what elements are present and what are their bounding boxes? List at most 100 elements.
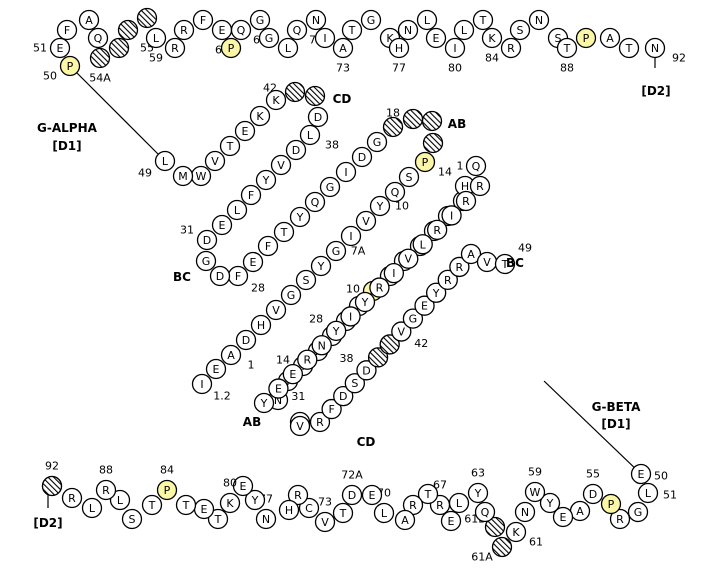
residue-circle (220, 344, 242, 366)
residue-letter: A (576, 505, 584, 518)
residue-circle (299, 124, 321, 146)
residue-letter: N (262, 513, 270, 526)
residue-circle (539, 492, 561, 514)
g-beta-label: G-BETA (592, 400, 641, 414)
residue-circle (284, 81, 306, 103)
residue-circle (474, 501, 496, 523)
residue-letter: R (376, 282, 384, 295)
residue-number: 61 (529, 536, 543, 549)
residue-letter: N (404, 24, 412, 37)
residue-circle (382, 116, 404, 138)
residue-letter: K (488, 32, 496, 45)
residue-number: 55 (586, 468, 600, 481)
residue-letter: V (362, 215, 370, 228)
residue-number: 14 (438, 166, 452, 179)
residue-letter: V (277, 159, 285, 172)
residue-letter: P (583, 32, 590, 45)
residue-circle (402, 308, 424, 329)
residue-letter: Q (237, 24, 246, 37)
residue-number: 84 (160, 464, 174, 477)
residue-circle (244, 489, 266, 511)
loop-bc-beta-label: BC (506, 256, 524, 270)
residue-letter: R (444, 274, 452, 287)
residue-letter: Y (260, 397, 268, 410)
residue-circle (355, 210, 377, 232)
residue-letter: Y (474, 487, 482, 500)
residue-circle (332, 502, 354, 524)
residue-circle (304, 191, 326, 213)
residue-letter: Y (251, 494, 259, 507)
residue-letter: L (89, 502, 96, 515)
residue-circle (297, 349, 318, 370)
residue-letter: R (507, 42, 515, 55)
residue-letter: Y (432, 287, 440, 300)
residue-circle (412, 234, 433, 255)
residue-number: 1 (457, 160, 464, 173)
loop-ab-alpha-label: AB (448, 117, 466, 131)
residue-circle (325, 320, 347, 342)
residue-letter: T (348, 24, 356, 37)
beta-connector-line (543, 380, 642, 475)
residue-letter: R (409, 499, 417, 512)
residue-number: 84 (485, 52, 499, 65)
residue-letter: E (201, 503, 208, 516)
residue-letter: G (287, 289, 296, 302)
residue-letter: Y (332, 325, 340, 338)
residue-circle (277, 37, 299, 59)
residue-letter: R (102, 484, 110, 497)
residue-letter: V (272, 304, 280, 317)
residue-letter: Y (361, 296, 369, 309)
residue-letter: S (517, 24, 524, 37)
residue-circle (340, 225, 362, 247)
residue-circle (141, 494, 163, 516)
residue-circle (192, 9, 214, 31)
residue-letter: D (362, 364, 370, 377)
residue-circle (273, 221, 295, 243)
residue-letter: L (307, 129, 314, 142)
residue-letter: P (67, 60, 74, 73)
residue-letter: G (409, 313, 418, 326)
residue-circle (156, 479, 178, 501)
residue-circle (500, 37, 522, 59)
residue-letter: R (433, 224, 441, 237)
residue-circle (356, 360, 377, 381)
residue-letter: F (265, 240, 271, 253)
residue-letter: L (420, 238, 427, 251)
residue-letter: N (274, 394, 282, 407)
residue-letter: V (405, 253, 413, 266)
residue-circle (444, 37, 466, 59)
residue-circle (469, 175, 491, 197)
residue-circle (286, 19, 308, 41)
residue-letter: Y (262, 174, 270, 187)
residue-circle (481, 27, 503, 49)
residue-letter: I (323, 32, 326, 45)
residue-circle (235, 329, 257, 351)
residue-letter: L (456, 497, 463, 510)
residue-letter: I (453, 42, 456, 55)
residue-letter: S (303, 274, 310, 287)
residue-circle (379, 334, 400, 355)
residue-circle (472, 9, 494, 31)
residue-circle (310, 255, 332, 277)
residue-letter: T (214, 513, 222, 526)
residue-circle (644, 37, 666, 59)
strand-beta-d1: G18NTT14FYCFP10QFQHVFHR1QRIRLVIRYIY28NRE… (253, 155, 532, 437)
residue-number: 63 (471, 467, 485, 480)
residue-number: 14 (276, 354, 290, 367)
residue-letter: A (85, 14, 93, 27)
residue-letter: D (203, 234, 211, 247)
residue-letter: K (272, 94, 280, 107)
residue-circle (49, 37, 71, 59)
residue-circle (255, 169, 277, 191)
residue-letter: L (285, 42, 292, 55)
residue-circle (514, 501, 536, 523)
residue-circle (351, 146, 373, 168)
residue-letter: K (256, 110, 264, 123)
residue-circle (467, 482, 489, 504)
residue-circle (265, 299, 287, 321)
residue-number: 77 (392, 62, 406, 75)
residue-letter: F (64, 24, 70, 37)
residue-circle (234, 120, 256, 142)
residue-circle (441, 205, 462, 226)
residue-letter: L (461, 24, 468, 37)
